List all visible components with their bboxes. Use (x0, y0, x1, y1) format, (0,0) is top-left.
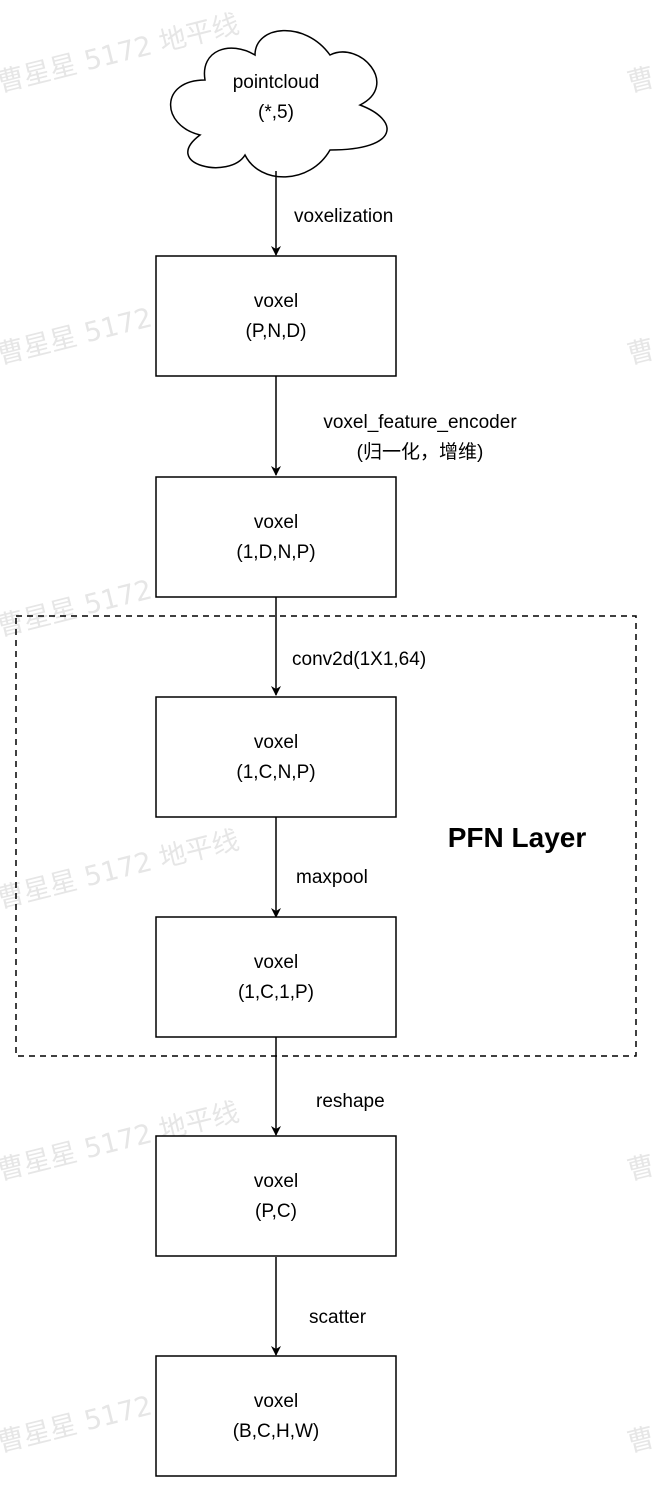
voxel-node-pnd[interactable]: voxel (P,N,D) (155, 255, 397, 377)
voxel-node-bchw[interactable]: voxel (B,C,H,W) (155, 1355, 397, 1477)
node-title: voxel (254, 952, 298, 973)
pfn-layer-border (15, 615, 637, 1057)
pointcloud-node[interactable]: pointcloud (*,5) (169, 29, 388, 178)
pfn-layer-group: PFN Layer (15, 615, 637, 1057)
voxel-node-1c1p[interactable]: voxel (1,C,1,P) (155, 916, 397, 1038)
node-shape-label: (1,C,N,P) (236, 762, 315, 783)
voxel-node-1dnp[interactable]: voxel (1,D,N,P) (155, 476, 397, 598)
pointcloud-shape-label: (*,5) (258, 102, 294, 123)
voxel-node-1cnp[interactable]: voxel (1,C,N,P) (155, 696, 397, 818)
pfn-layer-title: PFN Layer (448, 822, 587, 853)
node-box (155, 916, 397, 1038)
edge-label-maxpool: maxpool (296, 867, 368, 888)
voxel-node-pc[interactable]: voxel (P,C) (155, 1135, 397, 1257)
node-box (155, 1135, 397, 1257)
cloud-shape (169, 29, 388, 178)
edges: voxelization voxel_feature_encoder (归一化，… (271, 171, 517, 1356)
node-shape-label: (1,C,1,P) (238, 982, 314, 1003)
node-shape-label: (B,C,H,W) (233, 1421, 320, 1442)
node-shape-label: (P,C) (255, 1201, 297, 1222)
node-shape-label: (P,N,D) (246, 321, 307, 342)
node-box (155, 696, 397, 818)
edge-label-reshape: reshape (316, 1091, 385, 1112)
edge-sublabel-voxel-feature-encoder: (归一化，增维) (357, 441, 484, 463)
node-box (155, 476, 397, 598)
node-box (155, 255, 397, 377)
node-title: voxel (254, 1171, 298, 1192)
watermark-partial: 曹 (624, 62, 656, 99)
edge-label-voxelization: voxelization (294, 206, 393, 227)
watermark: 曹星星 5172 地平线 (0, 825, 242, 915)
node-shape-label: (1,D,N,P) (236, 542, 315, 563)
watermark-partial: 曹 (624, 1422, 656, 1459)
watermark-partial: 曹 (624, 334, 656, 371)
node-title: voxel (254, 291, 298, 312)
edge-label-voxel-feature-encoder: voxel_feature_encoder (323, 412, 517, 433)
pointcloud-label: pointcloud (233, 72, 320, 93)
edge-label-conv2d: conv2d(1X1,64) (292, 649, 426, 670)
node-box (155, 1355, 397, 1477)
node-title: voxel (254, 512, 298, 533)
edge-label-scatter: scatter (309, 1307, 367, 1328)
watermark-partial: 曹 (624, 1150, 656, 1187)
node-title: voxel (254, 1391, 298, 1412)
node-title: voxel (254, 732, 298, 753)
